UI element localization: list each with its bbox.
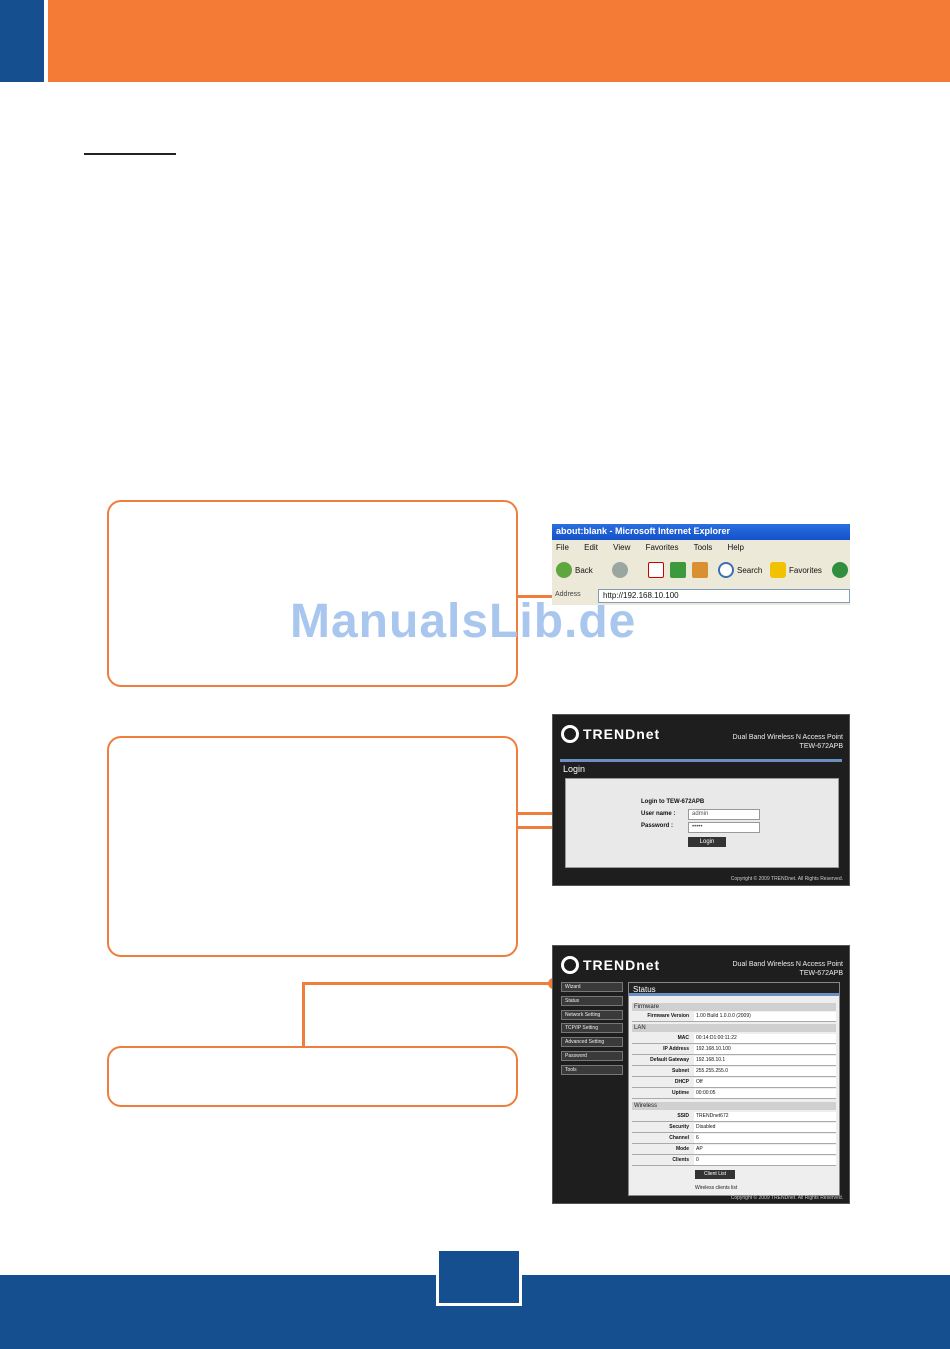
table-row: Firmware Version 1.00 Build 1.0.0.0 (200… xyxy=(632,1012,836,1022)
star-icon xyxy=(770,562,786,578)
product-name: Dual Band Wireless N Access Point TEW-67… xyxy=(732,734,844,750)
stop-button[interactable] xyxy=(648,562,667,578)
client-list-note: Wireless clients list xyxy=(695,1185,738,1191)
browser-toolbar: Back Search Favorites xyxy=(552,557,850,585)
section-firmware: Firmware xyxy=(632,1003,836,1011)
address-input[interactable]: http://192.168.10.100 xyxy=(598,589,850,603)
section-title: Login xyxy=(563,764,586,774)
login-button[interactable]: Login xyxy=(688,837,726,847)
username-input[interactable]: admin xyxy=(688,809,760,820)
back-button[interactable]: Back xyxy=(556,562,593,578)
login-panel: Login to TEW-672APB User name : admin Pa… xyxy=(565,778,839,868)
table-row: Default Gateway 192.168.10.1 xyxy=(632,1056,836,1066)
address-label: Address xyxy=(555,591,581,598)
nav-advanced-setting[interactable]: Advanced Setting xyxy=(561,1037,623,1048)
trendnet-logo: TRENDnet xyxy=(561,956,660,974)
table-row: DHCP Off xyxy=(632,1078,836,1088)
heading-underline xyxy=(84,153,176,155)
nav-password[interactable]: Password xyxy=(561,1050,623,1061)
header-orange-banner xyxy=(48,0,950,82)
refresh-button[interactable] xyxy=(670,562,689,578)
forward-arrow-icon xyxy=(612,562,628,578)
table-row: Subnet 255.255.255.0 xyxy=(632,1067,836,1077)
table-row: Mode AP xyxy=(632,1145,836,1155)
search-icon xyxy=(718,562,734,578)
back-arrow-icon xyxy=(556,562,572,578)
menu-tools[interactable]: Tools xyxy=(693,543,713,552)
client-list-button[interactable]: Client List xyxy=(695,1170,735,1179)
login-screenshot: TRENDnet Dual Band Wireless N Access Poi… xyxy=(552,714,850,886)
favorites-button[interactable]: Favorites xyxy=(770,562,822,578)
trendnet-logo-icon xyxy=(561,725,579,743)
address-bar: Address http://192.168.10.100 xyxy=(552,587,850,605)
username-label: User name : xyxy=(641,811,676,817)
callout-box-step-3 xyxy=(107,1046,518,1107)
menu-favorites[interactable]: Favorites xyxy=(645,543,679,552)
table-row: Uptime 00:00:05 xyxy=(632,1089,836,1099)
nav-network-setting[interactable]: Network Setting xyxy=(561,1009,623,1020)
side-menu: Wizard Status Network Setting TCP/IP Set… xyxy=(561,982,623,1079)
section-wireless: Wireless xyxy=(632,1102,836,1110)
status-screenshot: TRENDnet Dual Band Wireless N Access Poi… xyxy=(552,945,850,1204)
table-row: Channel 6 xyxy=(632,1134,836,1144)
nav-wizard[interactable]: Wizard xyxy=(561,982,623,992)
product-name: Dual Band Wireless N Access Point TEW-67… xyxy=(732,961,844,977)
section-lan: LAN xyxy=(632,1024,836,1032)
forward-button[interactable] xyxy=(612,562,631,578)
menu-help[interactable]: Help xyxy=(727,543,744,552)
connector-line-wizard-horizontal xyxy=(302,982,554,985)
page-number-box xyxy=(436,1248,522,1306)
table-row: IP Address 192.168.10.100 xyxy=(632,1045,836,1055)
copyright: Copyright © 2009 TRENDnet. All Rights Re… xyxy=(730,1195,843,1201)
menu-file[interactable]: File xyxy=(556,543,569,552)
nav-status[interactable]: Status xyxy=(561,995,623,1006)
nav-tools[interactable]: Tools xyxy=(561,1064,623,1075)
menu-edit[interactable]: Edit xyxy=(584,543,598,552)
media-icon xyxy=(832,562,848,578)
connector-line-wizard-vertical xyxy=(302,982,305,1048)
home-button[interactable] xyxy=(692,562,711,578)
browser-menu-bar: File Edit View Favorites Tools Help xyxy=(552,541,850,555)
table-row: Clients 0 xyxy=(632,1156,836,1166)
trendnet-logo-icon xyxy=(561,956,579,974)
home-icon xyxy=(692,562,708,578)
stop-icon xyxy=(648,562,664,578)
login-heading: Login to TEW-672APB xyxy=(641,799,705,805)
status-panel: Status Firmware Firmware Version 1.00 Bu… xyxy=(628,982,840,1196)
browser-title-bar: about:blank - Microsoft Internet Explore… xyxy=(552,524,850,540)
menu-view[interactable]: View xyxy=(613,543,631,552)
table-row: SSID TRENDnet672 xyxy=(632,1112,836,1122)
title-accent-bar xyxy=(560,759,842,762)
nav-tcpip-setting[interactable]: TCP/IP Setting xyxy=(561,1023,623,1034)
password-label: Password : xyxy=(641,823,674,829)
table-row: Security Disabled xyxy=(632,1123,836,1133)
table-row: MAC 00:14:D1:00:11:22 xyxy=(632,1034,836,1044)
callout-box-step-1 xyxy=(107,500,518,687)
password-input[interactable]: ••••• xyxy=(688,822,760,833)
header-blue-block xyxy=(0,0,44,82)
status-title: Status xyxy=(629,983,839,996)
callout-box-step-2 xyxy=(107,736,518,957)
browser-screenshot: about:blank - Microsoft Internet Explore… xyxy=(552,524,850,605)
refresh-icon xyxy=(670,562,686,578)
media-button[interactable] xyxy=(832,562,850,578)
search-button[interactable]: Search xyxy=(718,562,762,578)
trendnet-logo: TRENDnet xyxy=(561,725,660,743)
copyright: Copyright © 2009 TRENDnet. All Rights Re… xyxy=(730,876,843,882)
